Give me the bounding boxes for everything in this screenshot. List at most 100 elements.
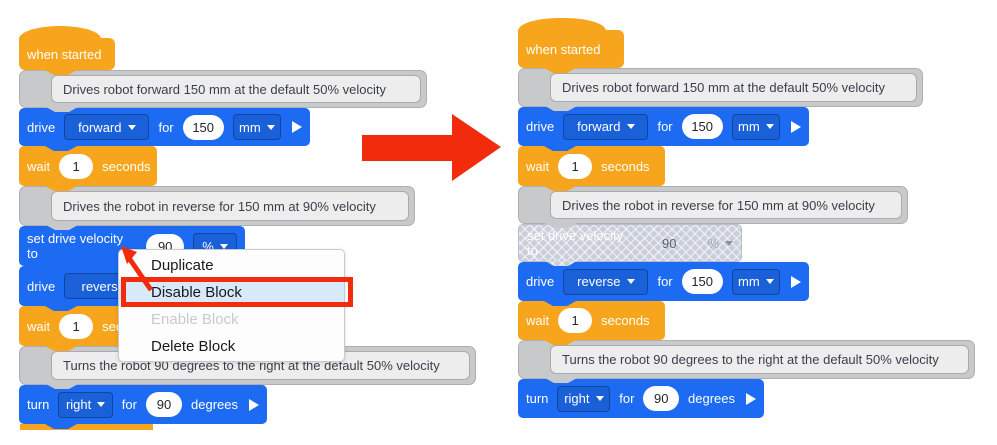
block-label: wait	[27, 318, 51, 334]
unit-dropdown[interactable]: mm	[731, 113, 780, 140]
drive-forward-block[interactable]: drive forward for 150 mm	[518, 107, 809, 151]
block-tab	[544, 186, 576, 191]
block-label: for	[121, 397, 137, 412]
block-label: degrees	[191, 397, 238, 412]
comment-block[interactable]: Drives robot forward 150 mm at the defau…	[19, 70, 427, 112]
dropdown-value: right	[564, 391, 590, 406]
play-icon[interactable]	[791, 275, 801, 288]
block-label: wait	[526, 158, 550, 174]
dropdown-value: reverse	[81, 278, 125, 294]
menu-item-enable-block: Enable Block	[151, 311, 239, 328]
turn-block[interactable]: turn right for 90 degrees	[19, 385, 267, 429]
block-label: drive	[526, 274, 555, 289]
block-tab	[544, 301, 576, 306]
block-tab	[46, 384, 78, 389]
distance-input[interactable]: 150	[681, 114, 723, 139]
when-started-hat-block[interactable]: when started	[518, 18, 624, 73]
direction-dropdown[interactable]: right	[557, 385, 611, 412]
menu-item-disable-block[interactable]: Disable Block	[119, 279, 344, 306]
block-label: drive	[27, 119, 56, 135]
play-icon[interactable]	[746, 392, 756, 405]
block-tab	[544, 68, 576, 73]
unit-dropdown[interactable]: mm	[731, 268, 780, 295]
block-label: for	[657, 274, 673, 289]
block-tab	[45, 146, 77, 151]
comment-block[interactable]: Drives the robot in reverse for 150 mm a…	[518, 186, 908, 228]
block-label: set drive velocity to	[27, 231, 124, 261]
block-label: seconds	[102, 158, 151, 174]
block-label: drive	[526, 119, 555, 134]
seconds-input[interactable]: 1	[59, 313, 94, 339]
wait-block[interactable]: wait 1 seconds	[518, 301, 665, 345]
distance-input[interactable]: 150	[182, 114, 224, 140]
seconds-input[interactable]: 1	[59, 153, 94, 179]
block-label: drive	[27, 278, 56, 294]
block-label: for	[619, 391, 635, 406]
menu-item-duplicate[interactable]: Duplicate	[151, 257, 214, 274]
direction-dropdown[interactable]: right	[58, 391, 113, 418]
comment-text: Drives robot forward 150 mm at the defau…	[51, 75, 421, 103]
block-tab	[45, 70, 77, 75]
block-tab	[45, 266, 77, 271]
dropdown-caret-icon	[127, 124, 136, 130]
dropdown-value: %	[707, 235, 719, 251]
input-value: 150	[192, 119, 215, 135]
dropdown-value: mm	[239, 119, 261, 135]
block-label: set drive velocity to	[527, 228, 624, 258]
comment-text: Drives the robot in reverse for 150 mm a…	[51, 191, 409, 221]
block-label: wait	[27, 158, 51, 174]
block-tab	[545, 106, 577, 111]
play-icon[interactable]	[292, 121, 302, 133]
block-tab	[544, 340, 576, 345]
dropdown-caret-icon	[97, 402, 106, 407]
dropdown-value: mm	[738, 274, 760, 289]
velocity-value: 90	[661, 235, 677, 251]
comment-block[interactable]: Turns the robot 90 degrees to the right …	[518, 340, 975, 383]
seconds-input[interactable]: 1	[558, 153, 593, 179]
input-value: 1	[72, 158, 80, 174]
comment-text: Drives the robot in reverse for 150 mm a…	[550, 191, 902, 219]
distance-input[interactable]: 150	[681, 269, 723, 294]
seconds-input[interactable]: 1	[558, 308, 593, 333]
drive-reverse-block[interactable]: drive reverse for 150 mm	[518, 262, 809, 306]
hat-dome	[19, 26, 101, 39]
dropdown-caret-icon	[266, 124, 275, 130]
dropdown-value: forward	[577, 119, 621, 134]
unit-dropdown: %	[707, 236, 733, 251]
comment-text: Turns the robot 90 degrees to the right …	[550, 345, 969, 374]
input-value: 1	[571, 313, 579, 328]
when-started-hat-block[interactable]: when started	[19, 26, 115, 75]
dropdown-caret-icon	[765, 279, 774, 284]
degrees-input[interactable]: 90	[643, 386, 680, 411]
play-icon[interactable]	[791, 120, 801, 133]
direction-dropdown[interactable]: reverse	[563, 268, 649, 295]
wait-block[interactable]: wait 1 seconds	[19, 146, 157, 191]
block-tab	[545, 261, 577, 266]
comment-block[interactable]: Drives robot forward 150 mm at the defau…	[518, 68, 923, 111]
input-value: 90	[654, 391, 669, 406]
hat-dome	[518, 18, 606, 31]
degrees-input[interactable]: 90	[145, 392, 183, 417]
block-tab	[545, 378, 577, 383]
clipped-wait-block	[20, 424, 153, 430]
block-tab	[46, 225, 78, 230]
input-value: 1	[72, 318, 80, 334]
comment-block[interactable]: Drives the robot in reverse for 150 mm a…	[19, 186, 415, 230]
wait-block[interactable]: wait 1 seconds	[518, 146, 665, 191]
hat-label: when started	[27, 46, 102, 62]
drive-forward-block[interactable]: drive forward for 150 mm	[19, 108, 310, 151]
direction-dropdown[interactable]: forward	[64, 114, 150, 140]
menu-item-delete-block[interactable]: Delete Block	[151, 338, 236, 355]
turn-block[interactable]: turn right for 90 degrees	[518, 379, 764, 418]
block-label: turn	[526, 391, 549, 406]
direction-dropdown[interactable]: forward	[563, 113, 649, 140]
disabled-set-drive-velocity-block[interactable]: set drive velocity to 90 %	[518, 224, 742, 266]
play-icon[interactable]	[249, 398, 259, 411]
unit-dropdown[interactable]: mm	[232, 114, 281, 140]
block-label: turn	[27, 397, 50, 412]
dropdown-caret-icon	[725, 240, 733, 246]
input-value: 90	[156, 397, 172, 412]
comment-text: Drives robot forward 150 mm at the defau…	[550, 73, 917, 102]
block-tab	[545, 223, 577, 228]
